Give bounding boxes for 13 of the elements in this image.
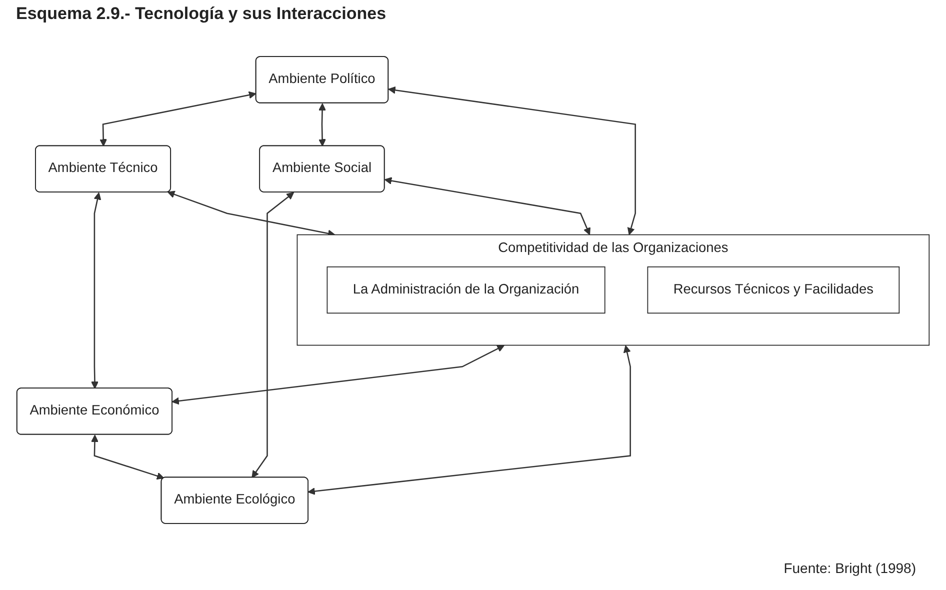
arrow (308, 345, 631, 495)
arrow (100, 91, 256, 146)
diagram-title: Esquema 2.9.- Tecnología y sus Interacciones (16, 4, 386, 24)
arrow (172, 345, 505, 405)
arrow (318, 103, 326, 146)
source-note: Fuente: Bright (1998) (784, 560, 916, 576)
arrow (90, 192, 102, 389)
node-box: Recursos Técnicos y Facilidades (647, 266, 900, 314)
arrow (384, 177, 590, 236)
arrow (388, 86, 636, 236)
arrow (90, 434, 164, 480)
node-box: La Administración de la Organización (326, 266, 606, 314)
arrow (252, 192, 294, 478)
